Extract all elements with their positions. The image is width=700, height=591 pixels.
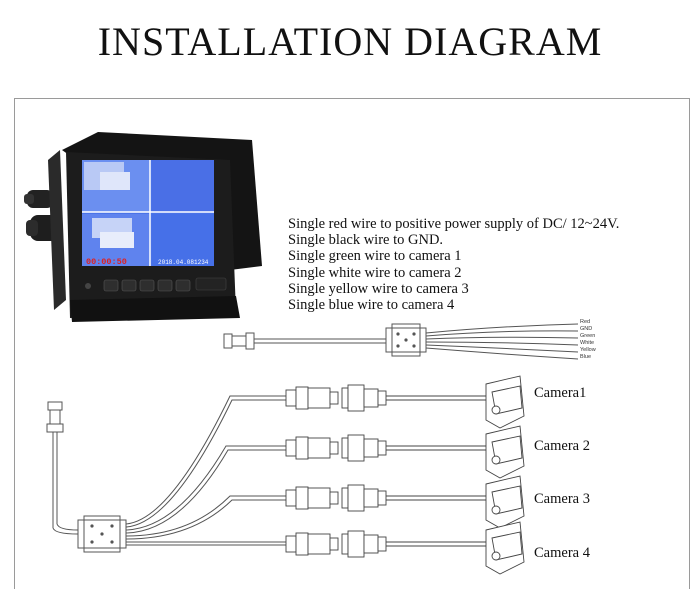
wire-label-red: Red — [580, 319, 591, 325]
camera-row-2 — [285, 425, 525, 479]
instruction-line: Single red wire to positive power supply… — [288, 216, 620, 232]
camera-label-1: Camera1 — [534, 385, 587, 401]
camera-row-1 — [285, 375, 525, 429]
screen-time-text: 00:00:50 — [86, 257, 127, 267]
monitor-buttons[interactable] — [85, 277, 227, 292]
camera-label-3: Camera 3 — [534, 491, 590, 507]
wiring-instructions: Single red wire to positive power supply… — [288, 216, 619, 313]
diagram-frame — [14, 98, 690, 589]
camera-label-2: Camera 2 — [534, 438, 590, 454]
wire-label-green: Green — [580, 333, 596, 339]
instruction-line: Single blue wire to camera 4 — [288, 297, 455, 314]
wire-label-yellow: Yellow — [580, 347, 596, 353]
monitor — [24, 132, 262, 322]
instruction-line: Single black wire to GND. — [288, 232, 444, 249]
power-block-holes — [396, 332, 416, 348]
instruction-line: Single green wire to camera 1 — [288, 248, 462, 265]
monitor-screen — [82, 160, 214, 266]
wire-label-blue: Blue — [580, 354, 592, 360]
diagram-title: INSTALLATION DIAGRAM — [97, 19, 603, 64]
instruction-line: Single yellow wire to camera 3 — [288, 280, 469, 297]
camera-row-3 — [285, 475, 525, 529]
instruction-line: Single white wire to camera 2 — [288, 264, 462, 281]
camera-row-4 — [285, 521, 525, 575]
screen-date-text: 2018.04.081234 — [158, 259, 209, 266]
power-cable — [223, 323, 579, 360]
harness-block-holes — [90, 524, 114, 544]
camera-label-4: Camera 4 — [534, 545, 590, 561]
wire-label-white: White — [580, 340, 595, 346]
camera-harness — [46, 395, 286, 553]
monitor-bracket — [48, 150, 66, 310]
wire-label-gnd: GND — [580, 326, 593, 332]
